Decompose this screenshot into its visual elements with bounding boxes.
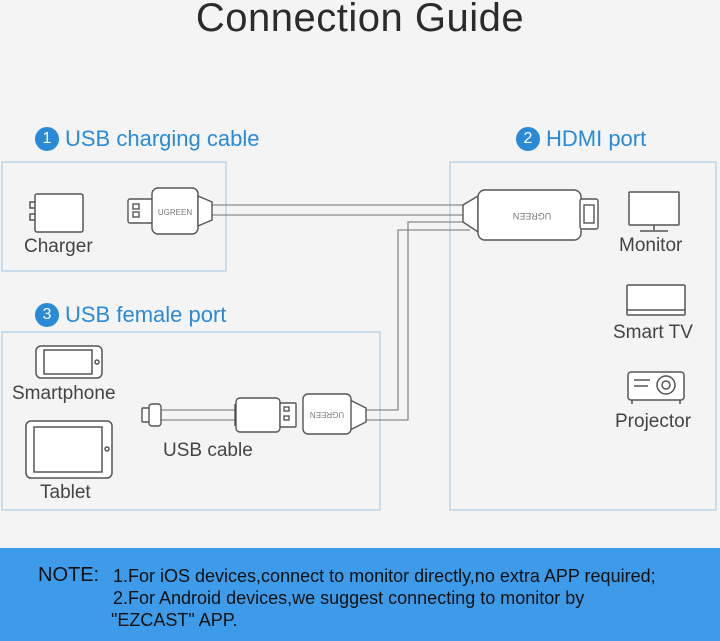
section-box-usb-female	[1, 331, 381, 511]
note-line-ezcast: "EZCAST" APP.	[111, 610, 238, 630]
note-label: NOTE:	[38, 564, 100, 586]
note-line-android: 2.For Android devices,we suggest connect…	[113, 588, 585, 608]
projector-label: Projector	[615, 411, 692, 432]
tablet-label: Tablet	[40, 482, 91, 503]
charger-icon	[29, 193, 84, 233]
usb-plug-brand: UGREEN	[158, 208, 192, 217]
monitor-icon	[628, 191, 680, 232]
usb-cable-icon	[141, 397, 297, 433]
section-label: HDMI port	[546, 126, 647, 151]
smart-tv-label: Smart TV	[613, 322, 693, 343]
hdmi-plug-brand: UGREEN	[513, 211, 552, 221]
smartphone-label: Smartphone	[12, 383, 116, 404]
usb-female-port-icon: UGREEN	[302, 393, 367, 435]
section-number-badge: 3	[35, 303, 59, 327]
note-banner: NOTE: 1.For iOS devices,connect to monit…	[0, 548, 720, 641]
projector-icon	[627, 371, 685, 404]
monitor-label: Monitor	[619, 235, 683, 256]
usb-female-brand: UGREEN	[310, 410, 344, 419]
note-line-ios: 1.For iOS devices,connect to monitor dir…	[113, 566, 656, 586]
hdmi-plug-icon: UGREEN	[462, 189, 599, 241]
usb-a-plug-icon: UGREEN	[127, 187, 213, 235]
section-usb-charging-heading: 1 USB charging cable	[35, 126, 259, 152]
section-number-badge: 1	[35, 127, 59, 151]
section-label: USB female port	[65, 302, 227, 327]
section-box-usb-charging	[1, 161, 227, 272]
section-hdmi-heading: 2 HDMI port	[516, 126, 646, 152]
section-label: USB charging cable	[65, 126, 260, 151]
smartphone-icon	[35, 345, 103, 379]
section-number-badge: 2	[516, 127, 540, 151]
charger-label: Charger	[24, 236, 93, 257]
section-box-hdmi	[449, 161, 717, 511]
section-usb-female-heading: 3 USB female port	[35, 302, 226, 328]
page-title: Connection Guide	[195, 0, 525, 40]
tablet-icon	[25, 420, 113, 479]
cable-lines	[160, 204, 470, 421]
usb-cable-label: USB cable	[163, 440, 253, 461]
cable-diagram: UGREEN UGREEN UGREEN	[1, 161, 717, 511]
smart-tv-icon	[626, 284, 686, 316]
